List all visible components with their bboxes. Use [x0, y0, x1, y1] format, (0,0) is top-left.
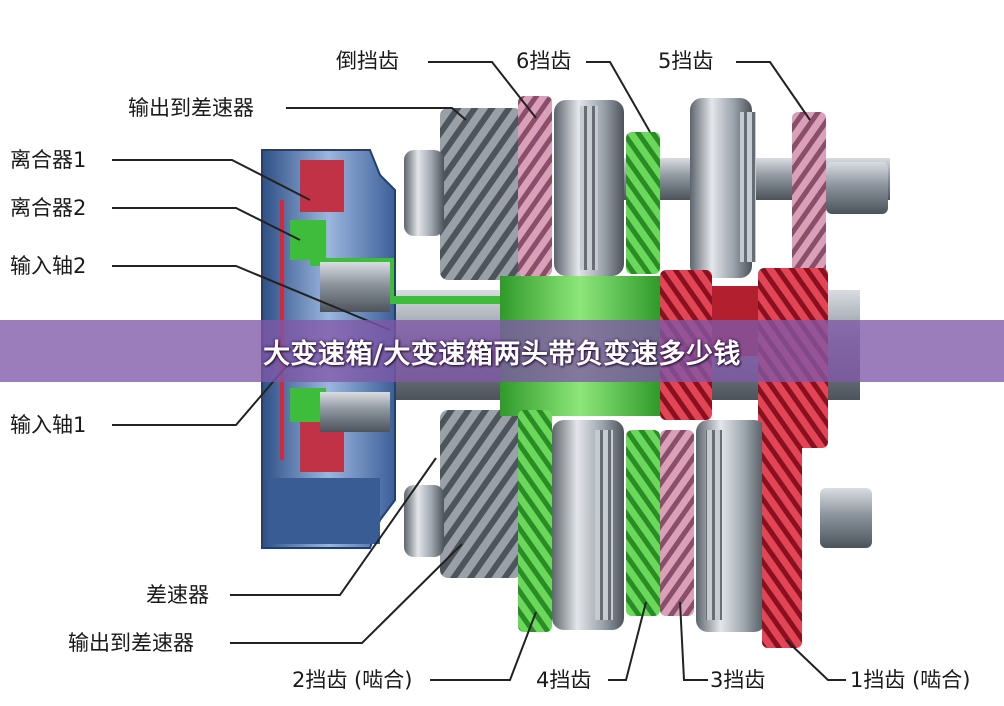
- label-input-shaft1: 输入轴1: [10, 413, 87, 437]
- gear4: [626, 430, 660, 616]
- banner-title: 大变速箱/大变速箱两头带负变速多少钱: [263, 338, 741, 370]
- label-reverse-gear: 倒挡齿: [336, 49, 399, 73]
- label-gear1: 1挡齿 (啮合): [850, 668, 971, 692]
- gear5: [792, 112, 826, 278]
- housing-lower-base: [270, 478, 380, 544]
- clutch1-plates-top: [300, 160, 344, 212]
- synchro-5-teeth: [740, 112, 756, 262]
- label-differential: 差速器: [146, 583, 209, 607]
- label-output-diff-bottom: 输出到差速器: [68, 631, 194, 655]
- gear3: [660, 430, 694, 616]
- synchro-5: [690, 98, 752, 278]
- title-banner: 大变速箱/大变速箱两头带负变速多少钱: [0, 320, 1004, 382]
- output-shaft-right: [820, 488, 872, 548]
- differential-gear: [440, 410, 522, 578]
- synchro-2-4-teeth: [595, 430, 613, 620]
- label-clutch2: 离合器2: [10, 196, 87, 220]
- label-output-diff-top: 输出到差速器: [128, 96, 254, 120]
- gear2: [518, 410, 552, 632]
- differential-hub: [404, 485, 444, 557]
- label-clutch1: 离合器1: [10, 148, 87, 172]
- label-gear6: 6挡齿: [516, 49, 572, 73]
- gear1: [762, 412, 802, 648]
- output-gear-top-hub: [404, 150, 444, 236]
- clutch-hub-steel-lower: [320, 392, 390, 432]
- gear6: [626, 132, 660, 274]
- output-gear-top: [440, 108, 522, 280]
- reverse-gear: [518, 96, 552, 276]
- shaft-end-right: [826, 162, 888, 214]
- label-input-shaft2: 输入轴2: [10, 254, 87, 278]
- clutch2-plates-top: [290, 220, 326, 260]
- label-gear5: 5挡齿: [658, 49, 714, 73]
- label-gear2: 2挡齿 (啮合): [292, 668, 413, 692]
- label-gear3: 3挡齿: [710, 668, 766, 692]
- clutch-hub-steel: [320, 262, 390, 312]
- synchro-1-3-teeth: [706, 430, 722, 620]
- synchro-6-teeth: [580, 106, 598, 270]
- leader-lines: [112, 61, 846, 681]
- label-gear4: 4挡齿: [536, 668, 592, 692]
- synchro-2-4: [552, 420, 624, 630]
